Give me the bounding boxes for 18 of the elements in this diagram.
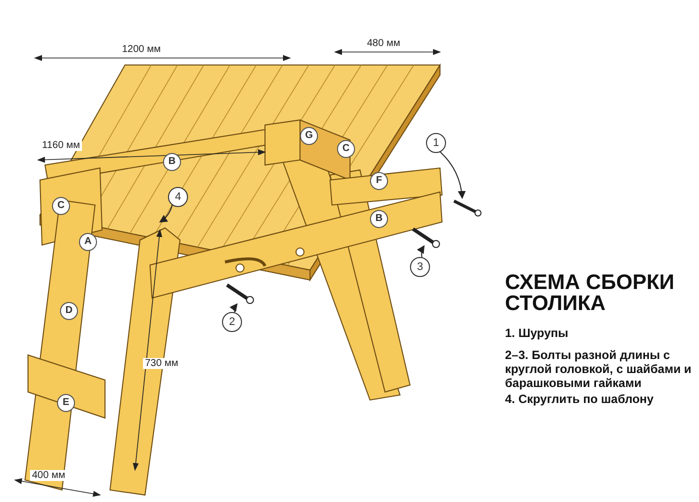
- note-text: 2–3. Болты разной длины с круглой головкой, с шайбами и барашковыми гайками: [505, 348, 692, 390]
- leader-line: [440, 152, 466, 199]
- callout-number: 1: [426, 133, 446, 153]
- leader-line: [230, 303, 238, 313]
- leader-line: [159, 204, 173, 223]
- dimension-label: 1200 мм: [120, 44, 163, 55]
- diagram-title: СХЕМА СБОРКИ СТОЛИКА: [505, 272, 676, 314]
- note-text: 4. Скруглить по шаблону: [505, 392, 655, 406]
- note-text: 1. Шурупы: [505, 326, 570, 340]
- dimension-label: 1160 мм: [40, 140, 82, 151]
- leader-line: [417, 245, 425, 258]
- dimension-label: 400 мм: [30, 470, 68, 481]
- dimension-label: 730 мм: [143, 358, 180, 369]
- callout-number: 3: [410, 257, 430, 277]
- bolt-icon: [410, 226, 442, 246]
- bolt-icon: [224, 282, 256, 304]
- callout-number: 2: [222, 312, 242, 332]
- dimension-label: 480 мм: [365, 38, 402, 49]
